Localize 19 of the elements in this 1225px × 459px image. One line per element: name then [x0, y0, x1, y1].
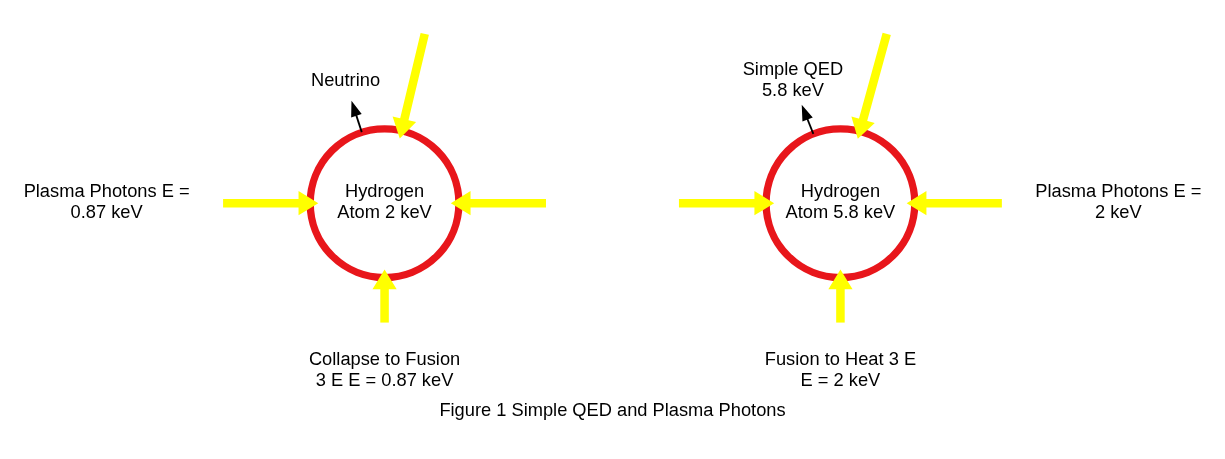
arrow — [450, 190, 546, 215]
arrow — [678, 190, 775, 215]
node-text: Neutrino — [311, 68, 381, 90]
arrow — [392, 32, 429, 138]
node-circle: Hydrogen Atom 5.8 keV — [762, 124, 919, 281]
label: Plasma Photons E = 0.87 keV — [23, 179, 190, 222]
label: Plasma Photons E = 2 keV — [1035, 179, 1202, 222]
node-circle: Hydrogen Atom 2 keV — [306, 124, 463, 281]
arrow — [351, 100, 363, 133]
arrow — [372, 268, 397, 323]
arrow — [851, 32, 891, 139]
arrow — [223, 190, 319, 215]
arrow — [828, 268, 853, 323]
arrow — [906, 190, 1002, 215]
label: Collapse to Fusion 3 E E = 0.87 keV — [308, 347, 461, 390]
label: Fusion to Heat 3 E E = 2 keV — [764, 347, 917, 390]
node-text: Simple QED 5.8 keV — [742, 57, 844, 100]
arrow — [801, 104, 815, 135]
caption: Figure 1 Simple QED and Plasma Photons — [439, 398, 786, 420]
